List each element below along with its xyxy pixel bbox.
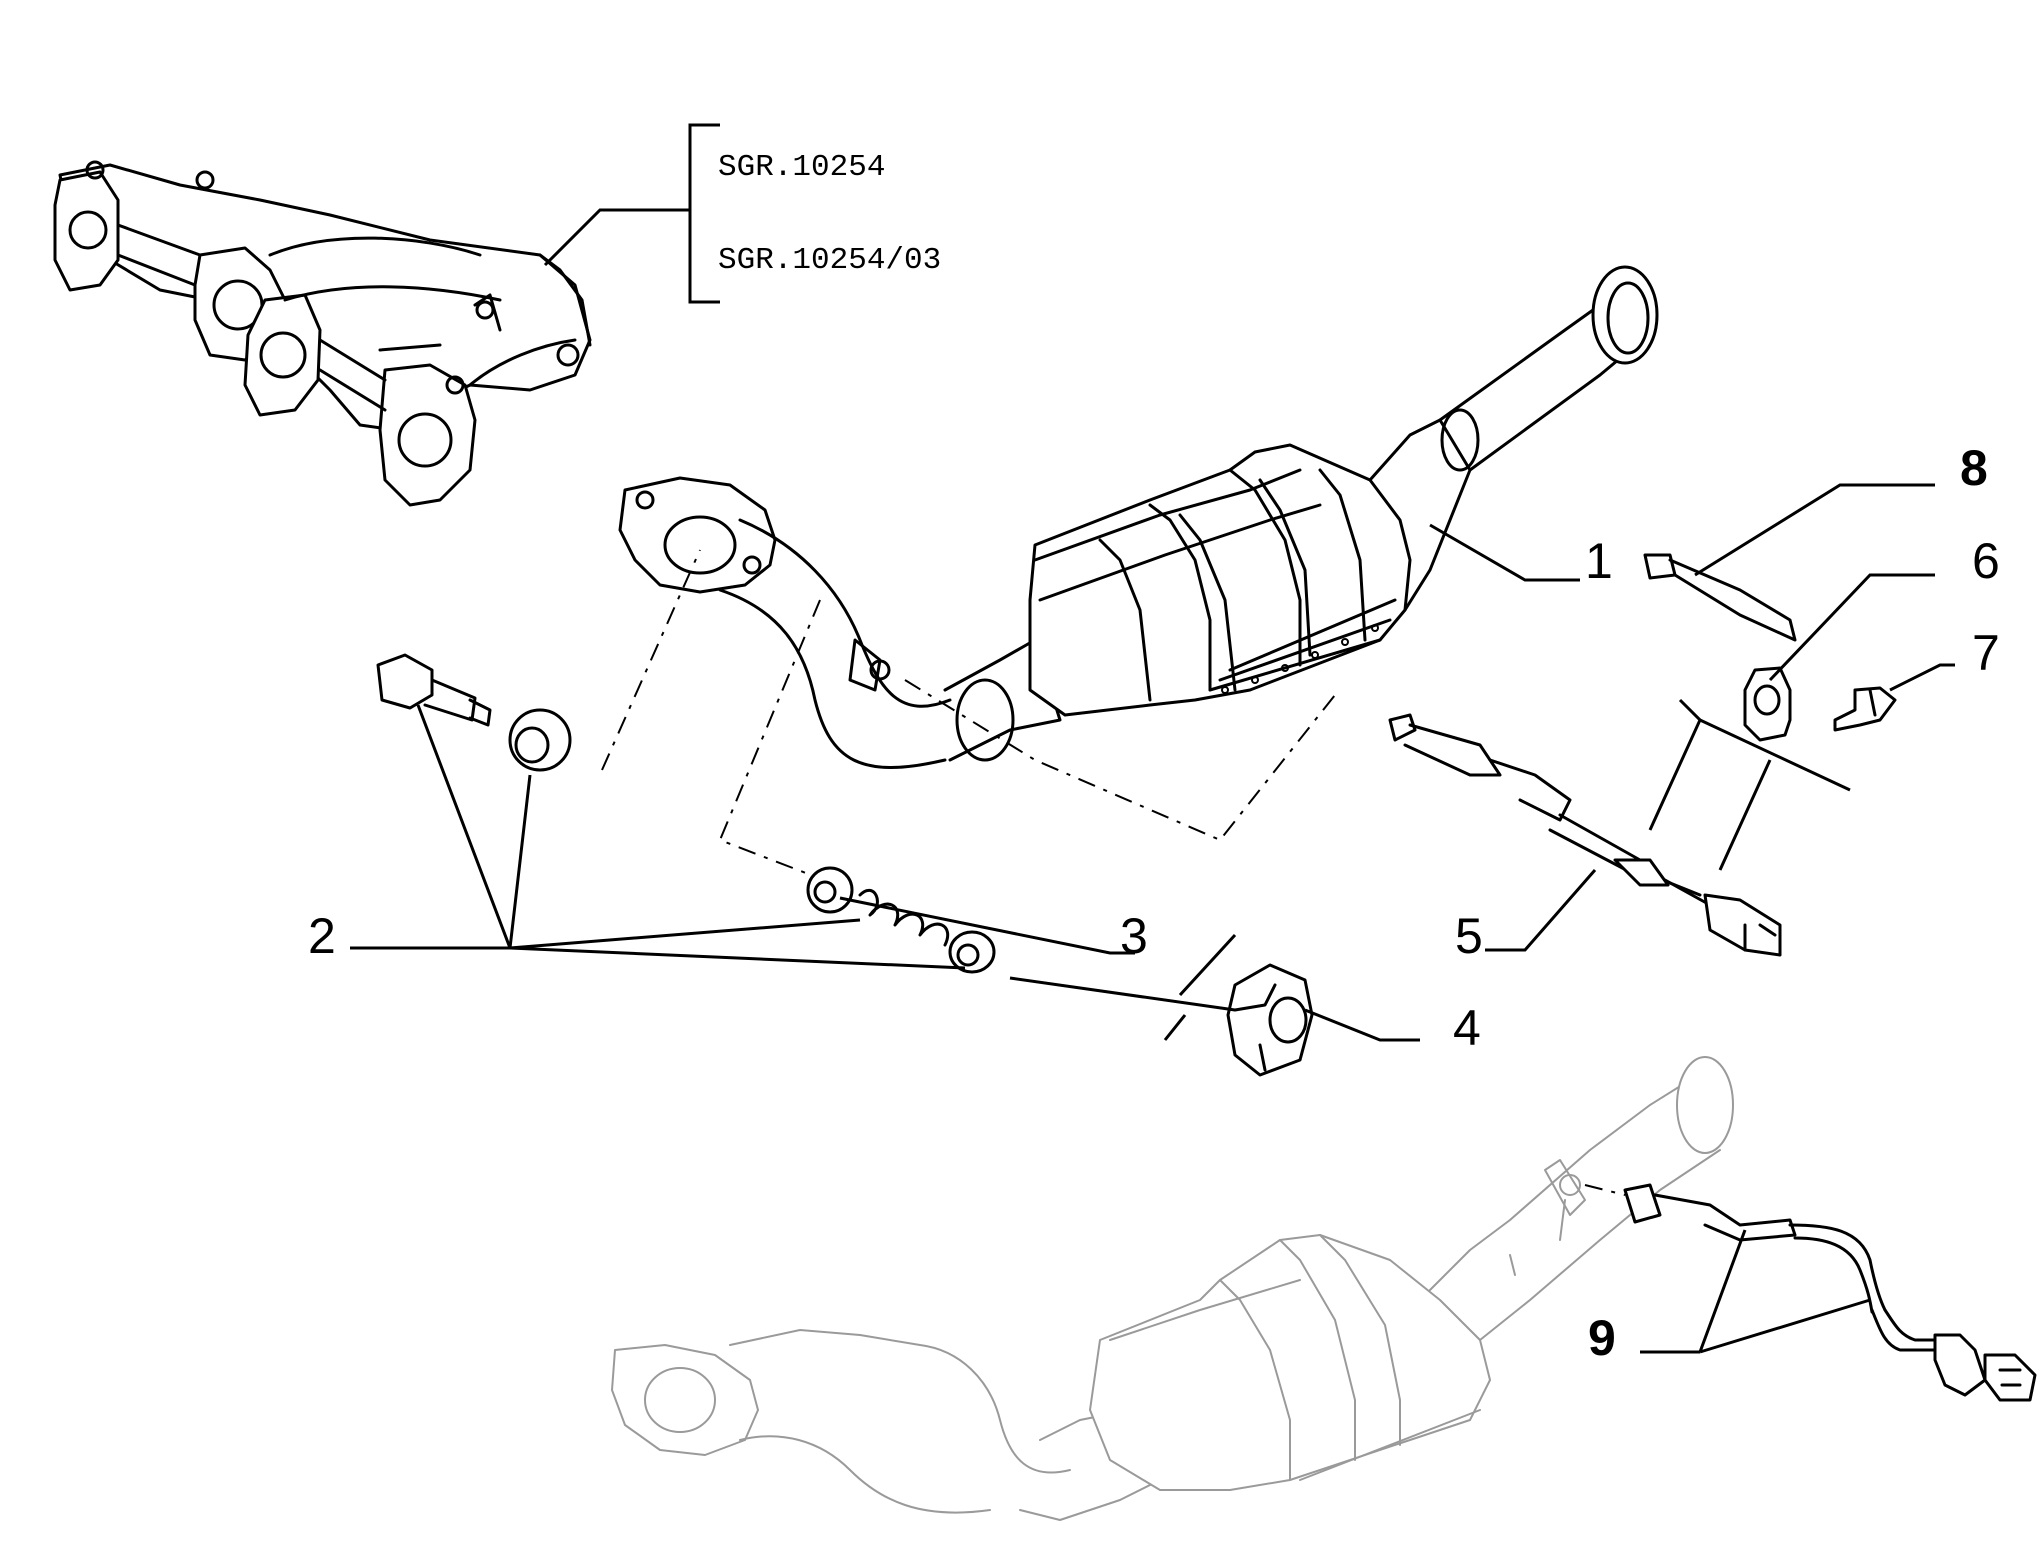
lambda-sensor (1388, 713, 1782, 957)
reference-bracket (688, 123, 720, 304)
callout-6: 6 (1972, 533, 2000, 589)
lambda-sensor-alt (1584, 1183, 2037, 1402)
nut-axis-line (1009, 976, 1236, 1012)
callout-8: 8 (1960, 440, 1988, 496)
reference-code-1: SGR.10254 (718, 150, 885, 185)
self-locking-nut (1226, 963, 1314, 1077)
cable-tie (1643, 553, 1797, 642)
nut-break-marks (1163, 933, 1237, 1041)
callout-5: 5 (1455, 908, 1483, 964)
cable-clip (1743, 666, 1792, 742)
spring-set (806, 866, 996, 974)
stud-axis-line (601, 549, 701, 771)
callout-7: 7 (1972, 625, 2000, 681)
callout-1: 1 (1585, 533, 1613, 589)
callout-3: 3 (1120, 908, 1148, 964)
callout-4: 4 (1453, 1000, 1481, 1056)
sensor-axis-line (904, 679, 1336, 842)
spring-axis-line (718, 599, 851, 891)
reference-code-2: SGR.10254/03 (718, 243, 941, 278)
catalytic-converter (618, 265, 1659, 769)
break-mark-right (1699, 718, 1851, 871)
callout-2: 2 (308, 908, 336, 964)
stud-bolt (376, 653, 492, 727)
manifold-leader (543, 208, 690, 267)
callout-leaders (350, 483, 1955, 1354)
exhaust-manifold (53, 160, 592, 507)
sensor-bracket (1833, 686, 1897, 732)
catalyst-assembly-outline (611, 1056, 1734, 1521)
stud-bushing (508, 708, 572, 772)
callout-9: 9 (1588, 1310, 1616, 1366)
break-mark-left (1648, 698, 1702, 831)
